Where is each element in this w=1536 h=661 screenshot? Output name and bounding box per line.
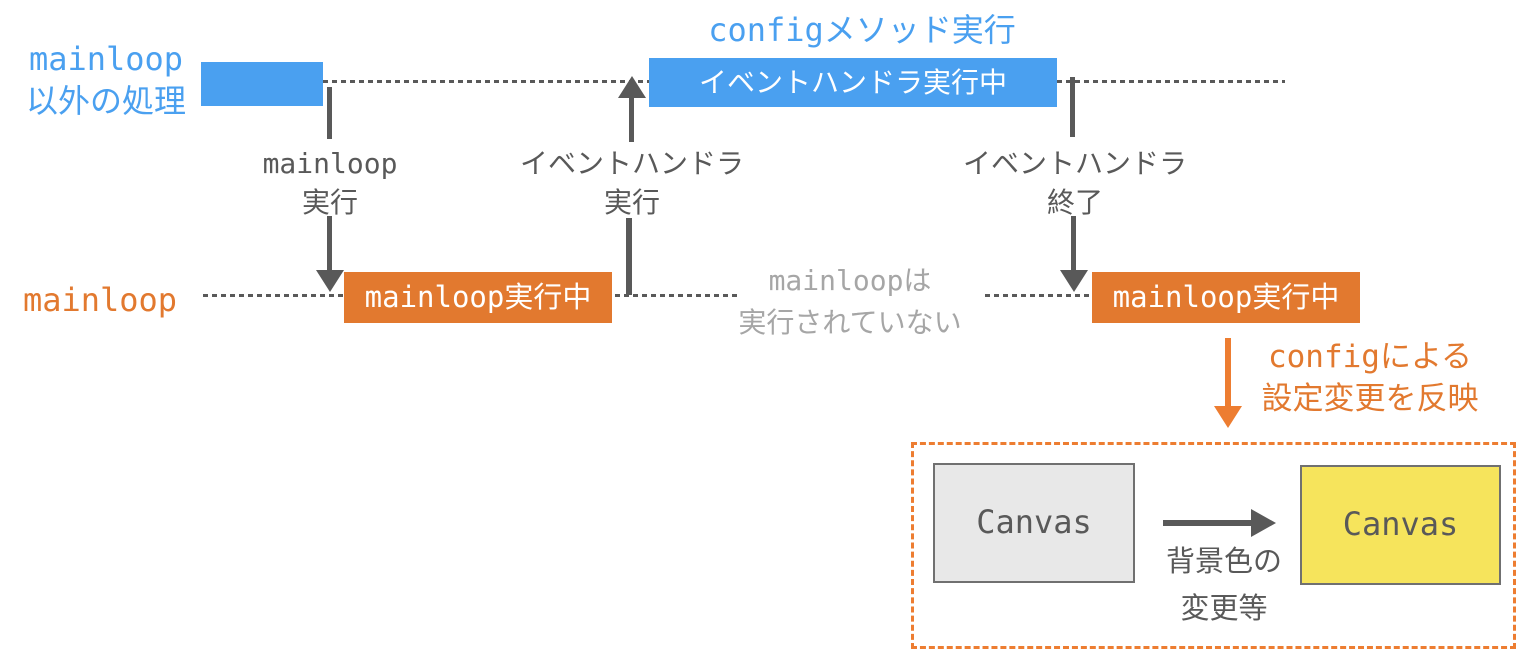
top-axis-label-line2: 以外の処理	[25, 83, 186, 119]
top-axis-label: mainloop 以外の処理	[8, 38, 204, 122]
other-processing-bar	[201, 62, 323, 106]
mainloop-start-tick	[327, 87, 332, 139]
change-note: 背景色の 変更等	[1119, 539, 1329, 633]
mainloop-idle-note-line1: mainloopは	[768, 264, 932, 297]
mainloop-start-label-line1: mainloop	[262, 147, 398, 180]
change-arrow-shaft	[1163, 520, 1253, 526]
handler-end-label-line1: イベントハンドラ	[962, 148, 1187, 179]
top-timeline-dash-right	[1057, 80, 1285, 83]
arrow-down-icon	[1060, 270, 1088, 292]
canvas-after-box: Canvas	[1300, 465, 1501, 585]
canvas-before-box: Canvas	[933, 463, 1135, 583]
arrow-up-icon	[618, 76, 646, 98]
handler-start-label-line2: 実行	[603, 187, 660, 218]
mainloop-idle-note-line2: 実行されていない	[738, 307, 962, 338]
handler-start-connector-line	[626, 218, 632, 295]
mainloop-timeline-dash-2	[615, 294, 737, 297]
handler-start-label-line1: イベントハンドラ	[519, 148, 744, 179]
config-effect-note: configによる 設定変更を反映	[1220, 336, 1520, 420]
mainloop-timeline-dash-3	[985, 294, 1092, 297]
mainloop-running-bar-1: mainloop実行中	[344, 272, 612, 323]
handler-end-tick	[1070, 77, 1075, 137]
mainloop-timeline-dash-1	[203, 294, 344, 297]
mainloop-start-arrow-shaft	[327, 216, 332, 272]
config-effect-note-line1: configによる	[1267, 339, 1473, 375]
event-handler-running-bar: イベントハンドラ実行中	[649, 58, 1057, 107]
arrow-down-icon	[316, 270, 344, 292]
handler-end-label: イベントハンドラ 終了	[955, 144, 1195, 222]
mainloop-start-label: mainloop 実行	[210, 144, 450, 222]
handler-end-label-line2: 終了	[1046, 187, 1103, 218]
config-effect-arrow-shaft	[1225, 338, 1231, 410]
canvas-result-panel: Canvas Canvas 背景色の 変更等	[911, 442, 1516, 649]
mainloop-running-bar-2: mainloop実行中	[1092, 272, 1360, 323]
config-effect-note-line2: 設定変更を反映	[1261, 381, 1479, 416]
config-method-title: configメソッド実行	[708, 11, 1016, 49]
handler-start-arrow-shaft	[629, 96, 634, 142]
handler-start-label: イベントハンドラ 実行	[512, 144, 752, 222]
mainloop-axis-label: mainloop	[22, 281, 178, 319]
change-note-line1: 背景色の	[1165, 546, 1282, 578]
mainloop-start-label-line2: 実行	[301, 187, 358, 218]
arrow-right-icon	[1251, 509, 1276, 537]
top-timeline-dash-left	[323, 80, 649, 83]
top-axis-label-line1: mainloop	[28, 40, 184, 78]
change-note-line2: 変更等	[1180, 593, 1268, 625]
mainloop-idle-note: mainloopは 実行されていない	[730, 260, 970, 344]
arrow-down-icon	[1214, 406, 1242, 428]
handler-end-arrow-shaft	[1071, 216, 1076, 272]
